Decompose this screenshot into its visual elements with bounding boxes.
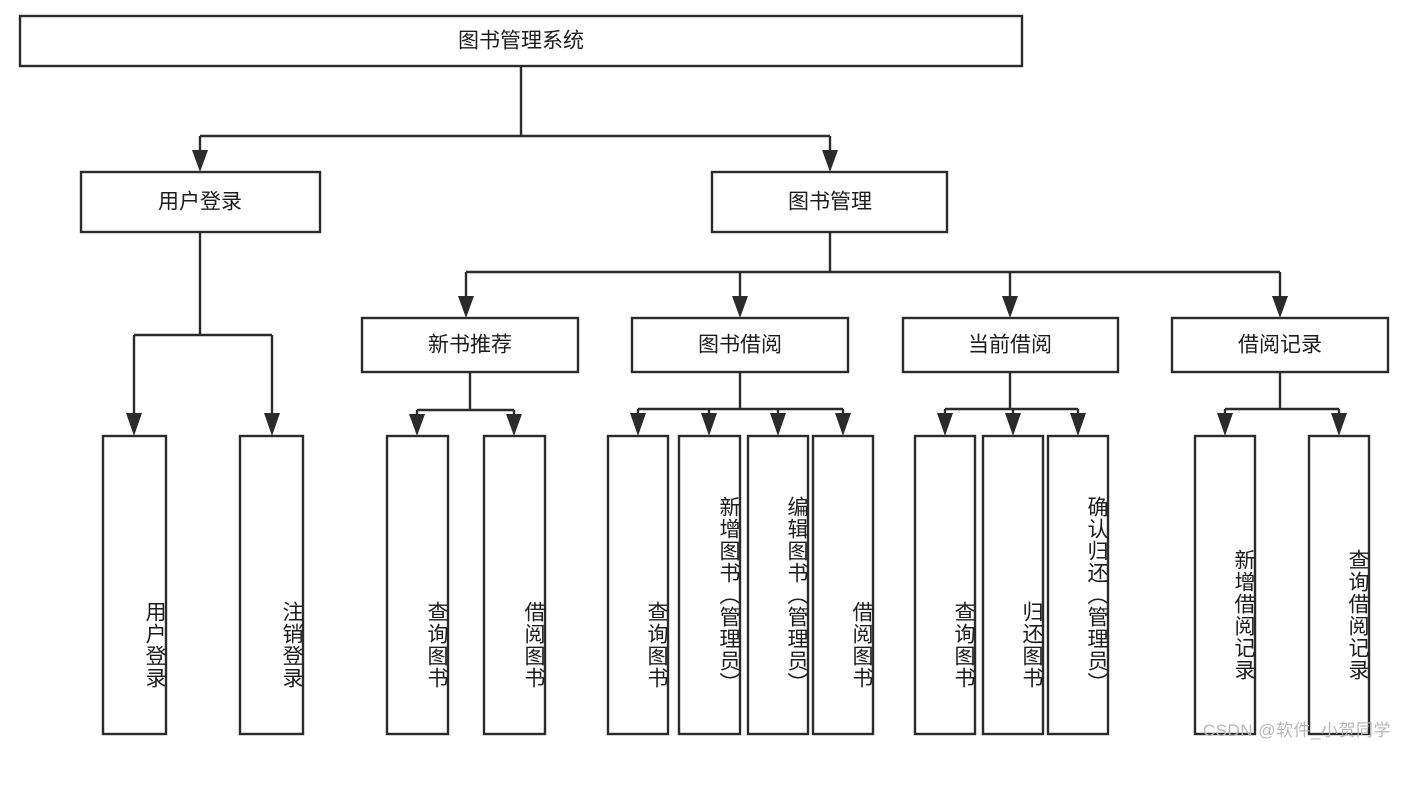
node-layer: 图书管理系统 用户登录 图书管理 新书推荐 图书借阅 当前借阅 借阅记录: [18, 14, 1390, 736]
arrowhead-leaf-add-book: [701, 413, 717, 436]
arrowhead-current-borrow: [1002, 296, 1018, 318]
node-box-new-book-rec[interactable]: [360, 316, 580, 374]
node-box-leaf-add-book[interactable]: [677, 434, 742, 736]
arrowhead-book-manage: [822, 150, 838, 172]
arrowhead-leaf-query-book-3: [937, 413, 953, 436]
arrowhead-leaf-edit-book: [770, 413, 786, 436]
node-label-book-manage: 图书管理: [788, 191, 872, 214]
arrowhead-leaf-query-book-1: [409, 414, 425, 436]
node-label-root: 图书管理系统: [458, 30, 584, 53]
node-box-user-login[interactable]: [79, 170, 322, 234]
arrowhead-book-borrow: [732, 296, 748, 318]
node-label-current-borrow: 当前借阅: [968, 334, 1052, 357]
arrowhead-borrow-record: [1272, 296, 1288, 318]
arrowhead-leaf-return-book: [1005, 413, 1021, 436]
node-box-root[interactable]: [18, 14, 1024, 68]
arrowhead-leaf-logout: [264, 413, 280, 436]
node-box-leaf-query-book-3[interactable]: [913, 434, 977, 736]
arrowhead-leaf-confirm-return: [1070, 413, 1086, 436]
node-box-book-borrow[interactable]: [630, 316, 850, 374]
node-box-leaf-query-record[interactable]: [1307, 434, 1371, 736]
node-box-leaf-return-book[interactable]: [981, 434, 1045, 736]
node-label-new-book-rec: 新书推荐: [428, 334, 512, 357]
arrowhead-leaf-borrow-book-1: [506, 414, 522, 436]
node-box-leaf-confirm-return[interactable]: [1046, 434, 1110, 736]
node-box-leaf-logout[interactable]: [238, 434, 305, 736]
arrowhead-leaf-query-book-2: [630, 413, 646, 436]
node-label-book-borrow: 图书借阅: [698, 334, 782, 357]
node-box-leaf-user-login[interactable]: [101, 434, 168, 736]
arrowhead-leaf-query-record: [1331, 413, 1347, 436]
connector-layer: [126, 66, 1347, 436]
watermark-text: CSDN @软件_小贺同学: [1202, 721, 1391, 740]
node-label-borrow-record: 借阅记录: [1238, 334, 1322, 357]
node-box-leaf-query-book-1[interactable]: [385, 434, 450, 736]
arrowhead-new-book-rec: [458, 296, 474, 318]
arrowhead-leaf-add-record: [1217, 413, 1233, 436]
node-box-leaf-borrow-book-2[interactable]: [811, 434, 875, 736]
node-box-leaf-add-record[interactable]: [1193, 434, 1257, 736]
arrowhead-leaf-borrow-book-2: [835, 413, 851, 436]
node-box-leaf-borrow-book-1[interactable]: [482, 434, 547, 736]
node-box-leaf-query-book-2[interactable]: [606, 434, 670, 736]
diagram-canvas: 图书管理系统 用户登录 图书管理 新书推荐 图书借阅 当前借阅 借阅记录: [18, 14, 1391, 740]
node-label-user-login: 用户登录: [158, 191, 242, 214]
arrowhead-leaf-user-login: [126, 413, 142, 436]
arrowhead-user-login: [192, 150, 208, 172]
node-box-book-manage[interactable]: [710, 170, 949, 234]
org-chart-svg: 图书管理系统 用户登录 图书管理 新书推荐 图书借阅 当前借阅 借阅记录: [18, 14, 1390, 736]
node-box-current-borrow[interactable]: [901, 316, 1120, 374]
node-box-leaf-edit-book[interactable]: [746, 434, 810, 736]
node-box-borrow-record[interactable]: [1170, 316, 1390, 374]
